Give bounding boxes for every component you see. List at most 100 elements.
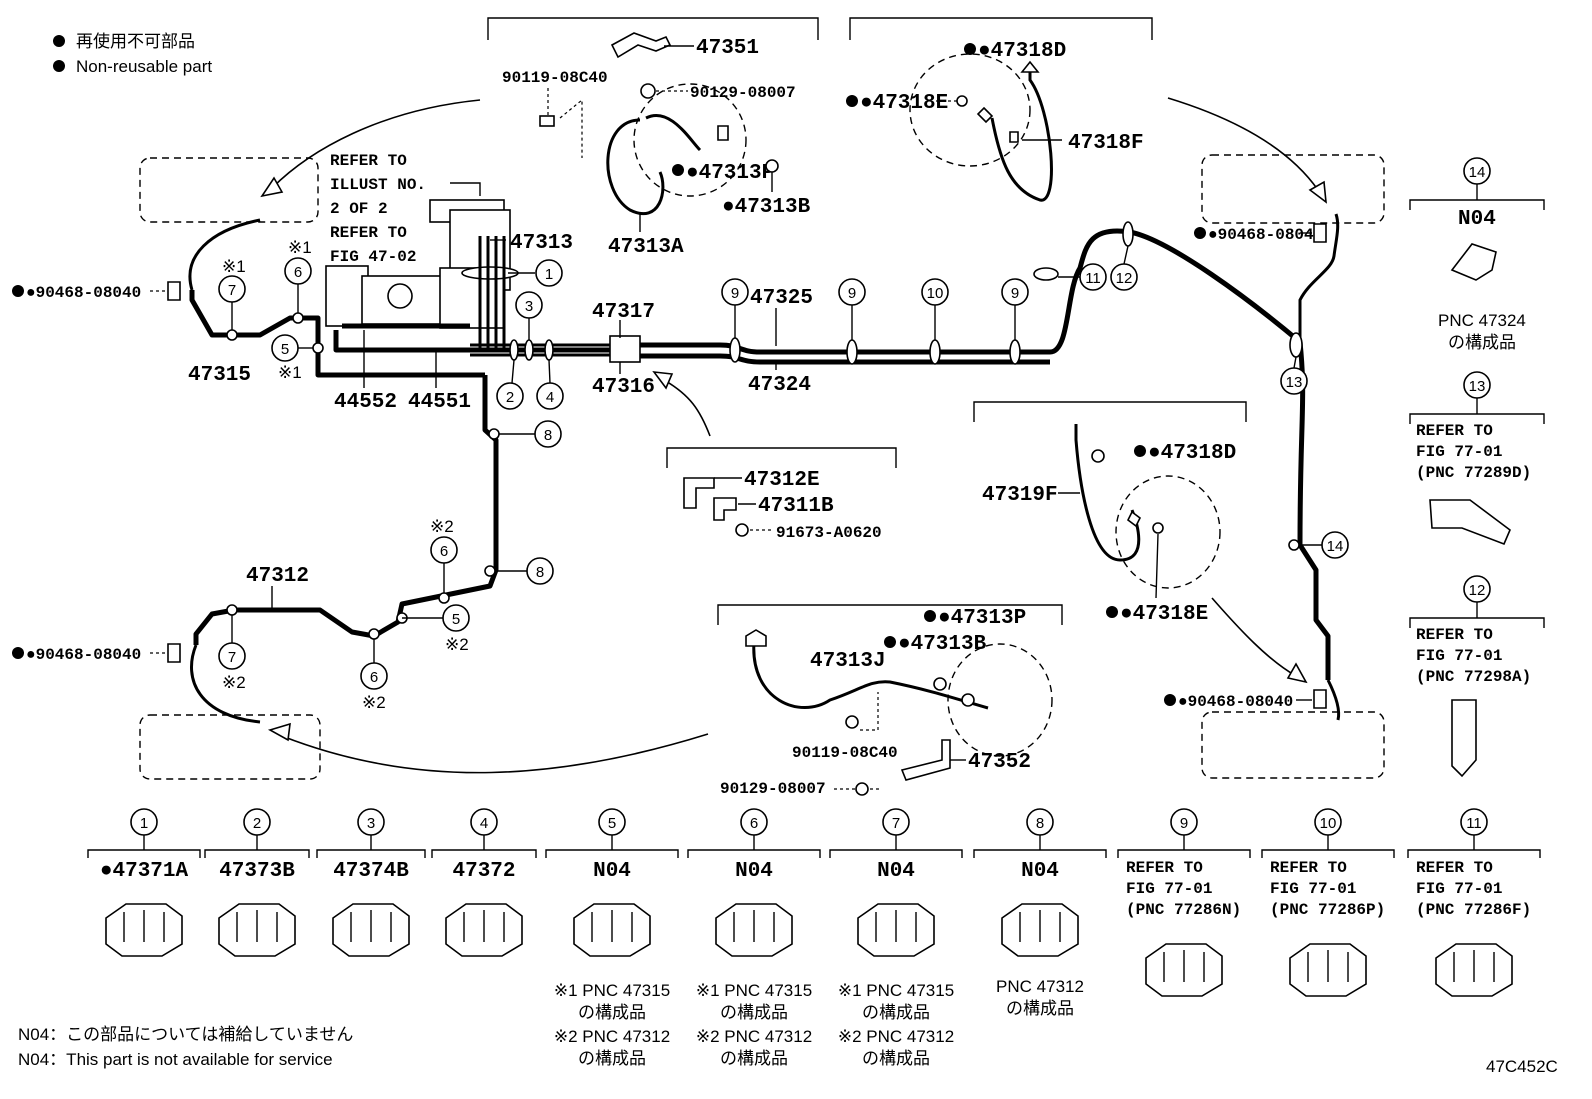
- group-47319F: ●47318D 47319F ●47318E: [973, 401, 1247, 626]
- refer-pnc: (PNC 77286F): [1416, 901, 1531, 919]
- mark-1: ※1: [222, 257, 246, 276]
- side-part-14: 14 N04 PNC 47324 の構成品: [1409, 157, 1545, 352]
- label-47313B-bot: ●47313B: [898, 633, 987, 656]
- legend-en: Non-reusable part: [76, 57, 212, 76]
- part-code: N04: [593, 860, 631, 883]
- callout-5: 5: [452, 611, 460, 628]
- refer-text: FIG 77-01: [1416, 647, 1502, 665]
- flow-arrows: [260, 97, 1327, 774]
- refer-text: ILLUST NO.: [330, 176, 426, 194]
- label-90468-br: ●90468-08040: [1178, 693, 1293, 711]
- refer-text: REFER TO: [1126, 859, 1203, 877]
- callout-4: 4: [480, 815, 488, 832]
- bolt-head-icon: [640, 83, 656, 99]
- callout-11: 11: [1466, 815, 1482, 832]
- group-47351: 47351 90119-08C40 90129-08007 ●47313P ●4…: [487, 17, 819, 259]
- callout-3: 3: [367, 815, 375, 832]
- note-component: の構成品: [720, 1049, 788, 1068]
- label-47318E-mid: ●47318E: [1120, 603, 1208, 626]
- refer-text: REFER TO: [330, 152, 407, 170]
- callout-12: 12: [1469, 582, 1486, 599]
- refer-block: REFER TO ILLUST NO. 2 OF 2 REFER TO FIG …: [330, 152, 481, 266]
- label-47325: 47325: [750, 287, 813, 310]
- part-code: N04: [877, 860, 915, 883]
- callout-8: 8: [1036, 815, 1044, 832]
- figure-code: 47C452C: [1486, 1057, 1558, 1076]
- callout-6: 6: [294, 264, 302, 281]
- refer-text: FIG 77-01: [1270, 880, 1356, 898]
- mark-2: ※2: [430, 517, 454, 536]
- note-pnc: ※1 PNC 47315: [696, 981, 812, 1000]
- callout-8: 8: [536, 564, 544, 581]
- callout-4: 4: [546, 389, 554, 406]
- bracket-icon: [683, 477, 715, 509]
- callout-10: 10: [927, 285, 944, 302]
- bolt-icon: [845, 715, 859, 729]
- refer-pnc: (PNC 77286P): [1270, 901, 1385, 919]
- label-44552: 44552: [334, 391, 397, 414]
- label-47315: 47315: [188, 364, 251, 387]
- label-47313P-bot: ●47313P: [938, 607, 1026, 630]
- bracket-icon: [713, 497, 737, 521]
- clip-icon: [1313, 223, 1327, 243]
- label-90468-tr: ●90468-08040: [1208, 226, 1323, 244]
- label-90129-top: 90129-08007: [690, 84, 796, 102]
- refer-text: FIG 77-01: [1126, 880, 1212, 898]
- label-91673: 91673-A0620: [776, 524, 882, 542]
- callout-2: 2: [253, 815, 261, 832]
- callout-14: 14: [1327, 538, 1344, 555]
- body-boxes: [139, 154, 1385, 780]
- callout-6: 6: [440, 543, 448, 560]
- refer-text: REFER TO: [1416, 859, 1493, 877]
- label-47312: 47312: [246, 565, 309, 588]
- note-component: の構成品: [1006, 999, 1074, 1018]
- callout-1: 1: [140, 815, 148, 832]
- label-90119-top: 90119-08C40: [502, 69, 608, 87]
- bottom-part-3: 3 47374B: [316, 808, 426, 957]
- label-90119-bot: 90119-08C40: [792, 744, 898, 762]
- mark-2: ※2: [362, 693, 386, 712]
- clip-n04-icon: [1450, 243, 1497, 281]
- callout-2: 2: [506, 389, 514, 406]
- note-component: の構成品: [578, 1049, 646, 1068]
- label-90468-ml: ●90468-08040: [26, 646, 141, 664]
- note-pnc: ※1 PNC 47315: [838, 981, 954, 1000]
- callout-12: 12: [1116, 270, 1133, 287]
- bracket-47351-shape: [610, 32, 672, 59]
- legend: 再使用不可部品 Non-reusable part: [53, 31, 212, 76]
- refer-text: FIG 77-01: [1416, 880, 1502, 898]
- refer-text: FIG 47-02: [330, 248, 416, 266]
- bolt-icon: [735, 523, 749, 537]
- callout-5: 5: [281, 341, 289, 358]
- refer-pnc: (PNC 77298A): [1416, 668, 1531, 686]
- actuator-assembly: [325, 199, 519, 350]
- label-90129-bot: 90129-08007: [720, 780, 826, 798]
- label-47318D-top: ●47318D: [978, 40, 1066, 63]
- refer-pnc: (PNC 77289D): [1416, 464, 1531, 482]
- clip-icon: [1313, 689, 1327, 709]
- label-47351: 47351: [696, 37, 759, 60]
- refer-pnc: (PNC 77286N): [1126, 901, 1241, 919]
- note-pnc: ※2 PNC 47312: [696, 1027, 812, 1046]
- label-47313: 47313: [510, 232, 573, 255]
- label-47319F: 47319F: [982, 484, 1058, 507]
- note-component: の構成品: [862, 1003, 930, 1022]
- label-90468-left: ●90468-08040: [26, 284, 141, 302]
- part-code: ●47371A: [100, 860, 189, 883]
- label-47318D-mid: ●47318D: [1148, 442, 1236, 465]
- callout-8: 8: [544, 427, 552, 444]
- clip-icon: [167, 643, 181, 663]
- part-code: 47374B: [333, 860, 409, 883]
- tube-joints: [226, 221, 1303, 640]
- group-47313J: ●47313P ●47313B 47313J 90119-08C40 47352…: [717, 604, 1063, 798]
- side-part-13: 13 REFER TO FIG 77-01 (PNC 77289D): [1409, 371, 1545, 546]
- refer-text: REFER TO: [1270, 859, 1347, 877]
- side-part-12: 12 REFER TO FIG 77-01 (PNC 77298A): [1409, 575, 1545, 778]
- callouts: 7 6 5 1 3 2 4 8 8 6 5 7 6: [218, 245, 1349, 690]
- tube-labels: ●90468-08040 47315 44552 44551 47317 473…: [12, 223, 1327, 711]
- label-44551: 44551: [408, 391, 471, 414]
- callout-5: 5: [608, 815, 616, 832]
